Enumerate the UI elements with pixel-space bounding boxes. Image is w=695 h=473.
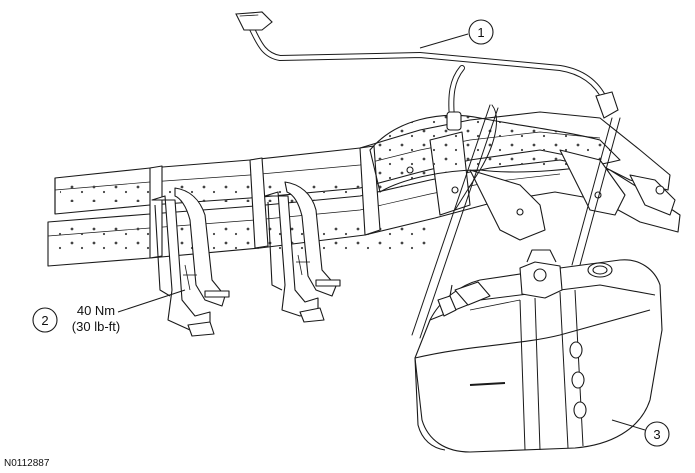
torque-metric: 40 Nm — [76, 303, 116, 318]
callout-2: 2 — [32, 289, 186, 333]
frame-assembly — [47, 111, 681, 267]
callout-1: 1 — [419, 19, 494, 49]
fuel-lines — [235, 11, 621, 339]
torque-imperial: (30 lb-ft) — [71, 319, 121, 334]
callout-3-number: 3 — [653, 427, 660, 442]
callout-3: 3 — [611, 419, 670, 447]
callout-2-circle — [32, 307, 58, 333]
callout-3-circle — [644, 421, 670, 447]
torque-spec: 40 Nm (30 lb-ft) — [66, 303, 126, 335]
tank-strap-brackets — [151, 181, 341, 337]
callout-1-number: 1 — [477, 25, 484, 40]
figure-id: N0112887 — [4, 458, 50, 469]
callout-1-circle — [468, 19, 494, 45]
callout-2-number: 2 — [41, 313, 48, 328]
fuel-tank — [414, 249, 663, 453]
